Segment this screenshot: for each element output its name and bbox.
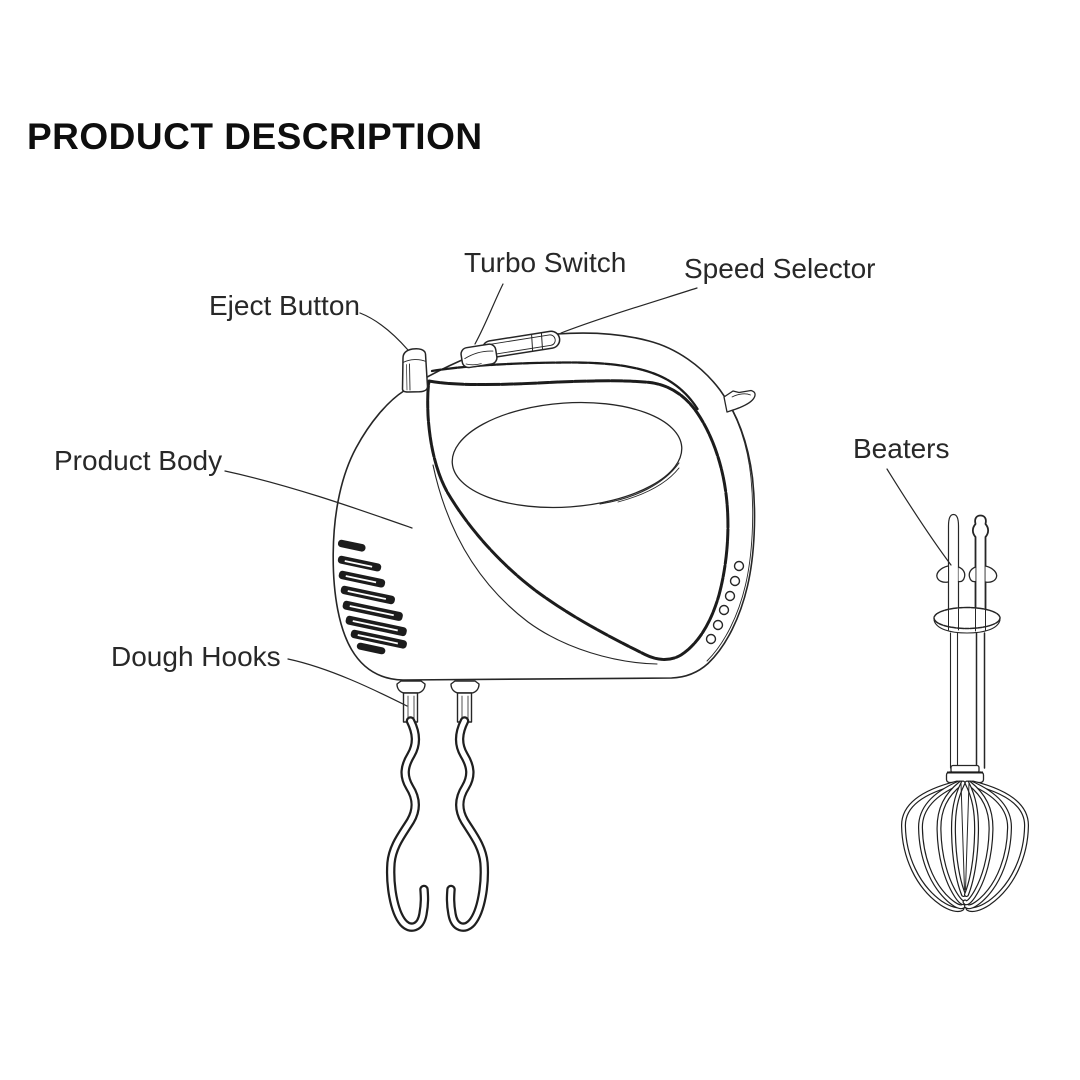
vent-slat	[337, 539, 366, 552]
beaters-illustration	[900, 513, 1030, 913]
vent-slat	[345, 615, 407, 637]
cord-tab	[723, 389, 756, 413]
housing-contour-line	[432, 464, 658, 665]
callout-speed-selector: Speed Selector	[684, 253, 876, 284]
leader-line-eject-button	[359, 312, 409, 351]
beater-hub	[945, 764, 985, 784]
vent-slat	[356, 642, 386, 655]
callout-product-body: Product Body	[54, 445, 223, 476]
leader-line-speed-selector	[560, 287, 698, 334]
oval-sketch-line-2	[617, 467, 680, 503]
eject-button-shape	[401, 347, 429, 393]
dough-hook-left	[385, 680, 430, 932]
oval-sketch-line-1	[599, 462, 680, 505]
leader-line-dough-hooks	[287, 658, 408, 707]
leader-line-product-body	[224, 470, 413, 529]
vent-slat	[350, 629, 407, 649]
vent-slat	[337, 555, 382, 572]
callout-eject-button: Eject Button	[209, 290, 360, 321]
leader-line-turbo-switch	[474, 283, 504, 345]
beater-collar	[933, 606, 1001, 634]
vent-slat	[338, 570, 386, 588]
beater-whisk-wires	[900, 780, 1030, 913]
vent-grille	[337, 539, 407, 655]
grip-ridge	[724, 590, 736, 602]
beater-shafts	[947, 513, 990, 613]
mixer-body	[332, 330, 756, 681]
leader-lines	[224, 283, 952, 707]
grip-ridges	[705, 560, 745, 645]
grip-ridge	[705, 633, 717, 645]
grip-ridge	[733, 560, 745, 572]
body-edge-sketch-line	[706, 392, 754, 662]
callout-beaters: Beaters	[853, 433, 950, 464]
vent-slat	[340, 585, 395, 605]
beater-lower-shafts	[949, 632, 959, 769]
grip-ridge	[729, 575, 741, 587]
beater-wings	[936, 565, 998, 583]
dough-hook-right	[445, 680, 490, 932]
handle-opening-oval	[451, 401, 683, 509]
leader-line-beaters	[886, 468, 952, 566]
grip-ridge	[718, 604, 730, 616]
handle-opening-band	[426, 379, 730, 661]
callout-turbo-switch: Turbo Switch	[464, 247, 627, 278]
page-title: PRODUCT DESCRIPTION	[27, 116, 483, 157]
grip-ridge	[712, 619, 724, 631]
vent-slat	[342, 600, 403, 621]
turbo-switch-shape	[460, 343, 498, 369]
dough-hooks	[385, 680, 490, 932]
callout-dough-hooks: Dough Hooks	[111, 641, 281, 672]
